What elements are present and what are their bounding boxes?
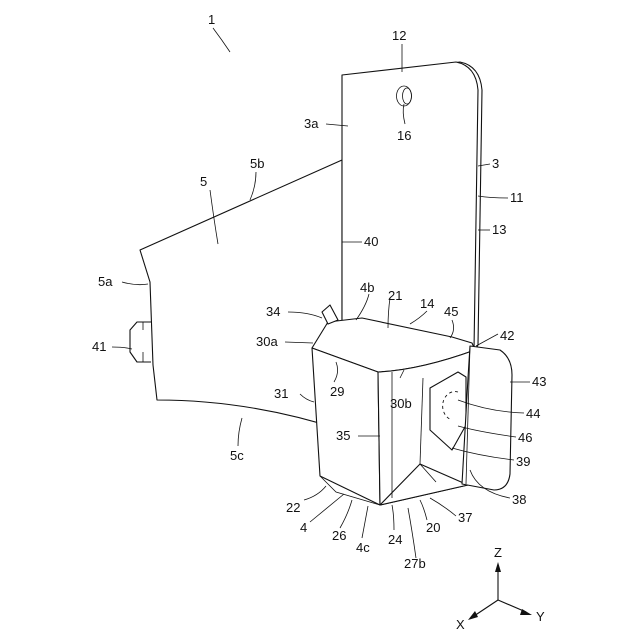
label-34: 34 xyxy=(266,304,280,319)
label-3: 3 xyxy=(492,156,499,171)
label-46: 46 xyxy=(518,430,532,445)
label-42: 42 xyxy=(500,328,514,343)
label-22: 22 xyxy=(286,500,300,515)
label-35: 35 xyxy=(336,428,350,443)
label-40: 40 xyxy=(364,234,378,249)
label-21: 21 xyxy=(388,288,402,303)
axis-z-label: Z xyxy=(494,545,502,560)
label-24: 24 xyxy=(388,532,402,547)
label-14: 14 xyxy=(420,296,434,311)
axis-triad: Z Y X xyxy=(456,545,545,632)
label-27b: 27b xyxy=(404,556,426,571)
axis-y-label: Y xyxy=(536,609,545,624)
label-4: 4 xyxy=(300,520,307,535)
label-3a: 3a xyxy=(304,116,319,131)
axis-x-label: X xyxy=(456,617,465,632)
label-4c: 4c xyxy=(356,540,370,555)
label-30a: 30a xyxy=(256,334,278,349)
holder-body-4 xyxy=(312,305,512,505)
label-45: 45 xyxy=(444,304,458,319)
label-31: 31 xyxy=(274,386,288,401)
label-16: 16 xyxy=(397,128,411,143)
label-38: 38 xyxy=(512,492,526,507)
label-39: 39 xyxy=(516,454,530,469)
label-26: 26 xyxy=(332,528,346,543)
label-5b: 5b xyxy=(250,156,264,171)
label-5: 5 xyxy=(200,174,207,189)
label-5c: 5c xyxy=(230,448,244,463)
label-30b: 30b xyxy=(390,396,412,411)
label-1: 1 xyxy=(208,12,215,27)
label-44: 44 xyxy=(526,406,540,421)
back-panel-3 xyxy=(342,62,482,350)
label-29: 29 xyxy=(330,384,344,399)
label-37: 37 xyxy=(458,510,472,525)
label-20: 20 xyxy=(426,520,440,535)
label-41: 41 xyxy=(92,339,106,354)
label-5a: 5a xyxy=(98,274,113,289)
label-12: 12 xyxy=(392,28,406,43)
flap-panel-5 xyxy=(130,160,342,430)
label-11: 11 xyxy=(510,190,524,205)
left-wall-22 xyxy=(312,348,380,505)
label-4b: 4b xyxy=(360,280,374,295)
label-13: 13 xyxy=(492,222,506,237)
label-43: 43 xyxy=(532,374,546,389)
tab-41 xyxy=(130,322,151,362)
